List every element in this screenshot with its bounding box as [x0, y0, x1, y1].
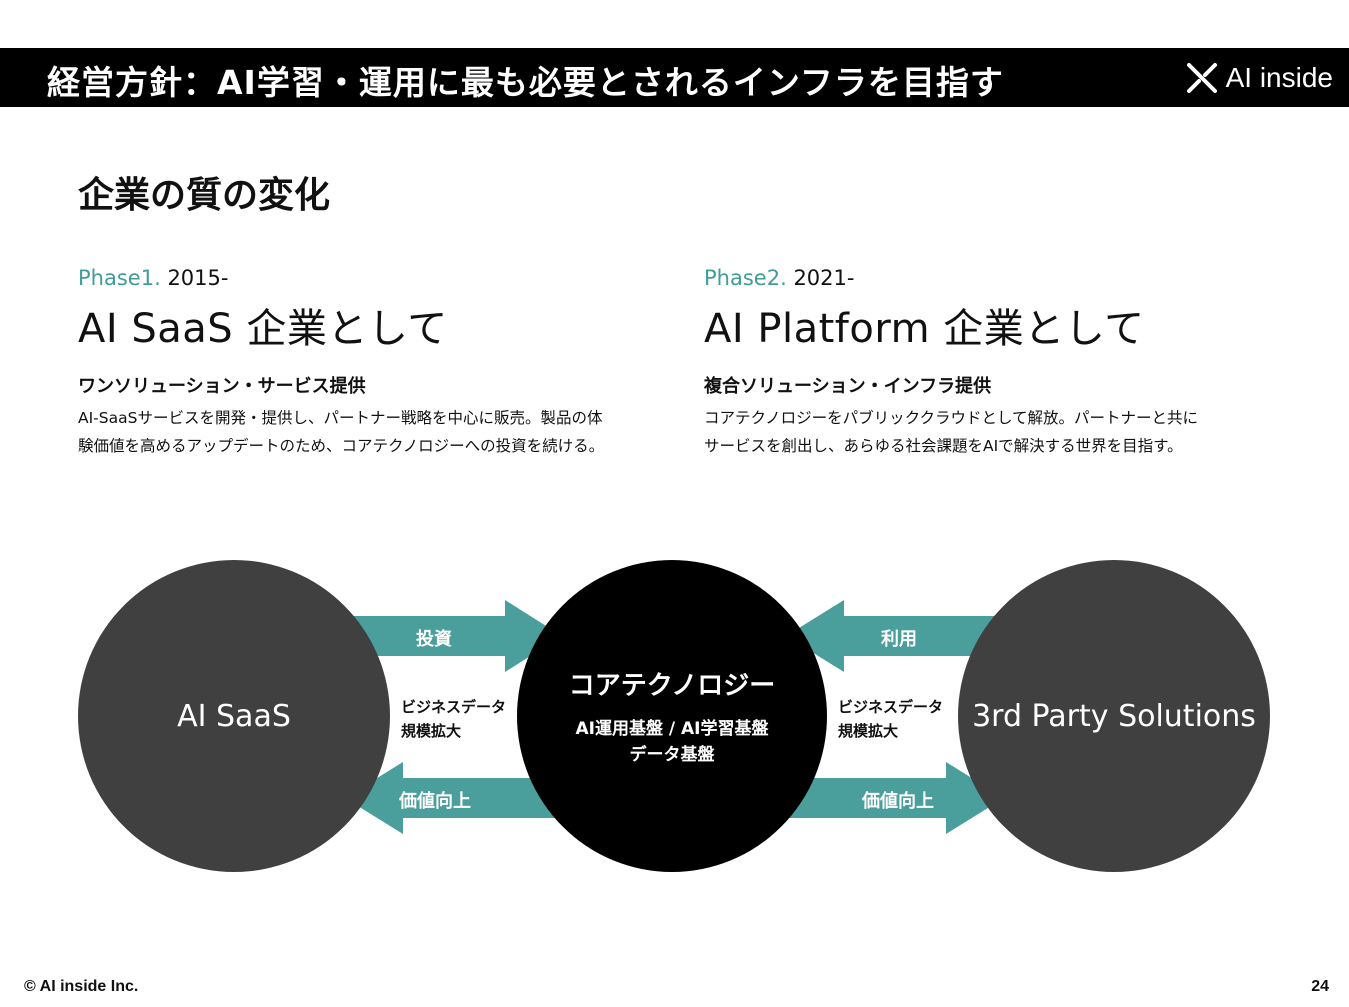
- phase-1-subheading: ワンソリューション・サービス提供: [78, 376, 366, 397]
- ai-saas-circle: AI SaaS: [78, 560, 390, 872]
- phase-2-name: Phase2.: [704, 266, 787, 290]
- third-party-circle: 3rd Party Solutions: [958, 560, 1270, 872]
- phase-2-heading: AI Platform 企業として: [704, 306, 1145, 352]
- phase-1-year: 2015-: [167, 266, 229, 290]
- section-title: 企業の質の変化: [78, 175, 331, 216]
- phase-2-subheading: 複合ソリューション・インフラ提供: [704, 376, 992, 397]
- value-right-arrow: [780, 762, 1004, 834]
- use-arrow: [786, 600, 1011, 672]
- core-technology-title: コアテクノロジー: [568, 670, 776, 701]
- value-right-arrow-label: 価値向上: [862, 791, 934, 812]
- phase-2-label: Phase2. 2021-: [704, 266, 1304, 290]
- value-left-arrow-label: 価値向上: [399, 791, 471, 812]
- value-left-arrow: [345, 762, 575, 834]
- business-data-note-left: ビジネスデータ 規模拡大: [401, 698, 507, 740]
- ai-saas-label: AI SaaS: [177, 698, 291, 734]
- page-number: 24: [1311, 978, 1329, 995]
- core-technology-circle: コアテクノロジー AI運用基盤 / AI学習基盤 データ基盤: [517, 560, 827, 872]
- phase-2-body: コアテクノロジーをパブリッククラウドとして解放。パートナーと共に サービスを創出…: [704, 409, 1198, 455]
- invest-arrow-label: 投資: [416, 629, 452, 650]
- company-logo: AI inside: [1186, 60, 1333, 96]
- business-data-note-right: ビジネスデータ 規模拡大: [838, 698, 944, 740]
- phase-1-body: AI-SaaSサービスを開発・提供し、パートナー戦略を中心に販売。製品の体 験価…: [78, 409, 605, 455]
- phase-1-label: Phase1. 2015-: [78, 266, 678, 290]
- ai-inside-logo-icon: [1186, 63, 1217, 93]
- header-bar: 経営方針：AI学習・運用に最も必要とされるインフラを目指す AI inside: [0, 48, 1349, 107]
- core-technology-line-1: AI運用基盤 / AI学習基盤: [575, 718, 769, 739]
- logo-text: AI inside: [1225, 62, 1333, 93]
- use-arrow-label: 利用: [881, 629, 917, 650]
- phase-1-block: Phase1. 2015- AI SaaS 企業として ワンソリューション・サー…: [78, 266, 678, 460]
- page-title: 経営方針：AI学習・運用に最も必要とされるインフラを目指す: [47, 63, 1004, 102]
- business-diagram: 投資 価値向上 利用 価値向上 AI SaaS 3rd Party Soluti…: [0, 540, 1349, 900]
- phase-1-name: Phase1.: [78, 266, 161, 290]
- invest-arrow: [340, 600, 562, 672]
- core-technology-line-2: データ基盤: [629, 744, 715, 765]
- phase-1-heading: AI SaaS 企業として: [78, 306, 448, 352]
- phase-2-block: Phase2. 2021- AI Platform 企業として 複合ソリューショ…: [704, 266, 1304, 460]
- phase-2-year: 2021-: [793, 266, 855, 290]
- copyright: © AI inside Inc.: [24, 978, 139, 995]
- third-party-label: 3rd Party Solutions: [972, 698, 1256, 734]
